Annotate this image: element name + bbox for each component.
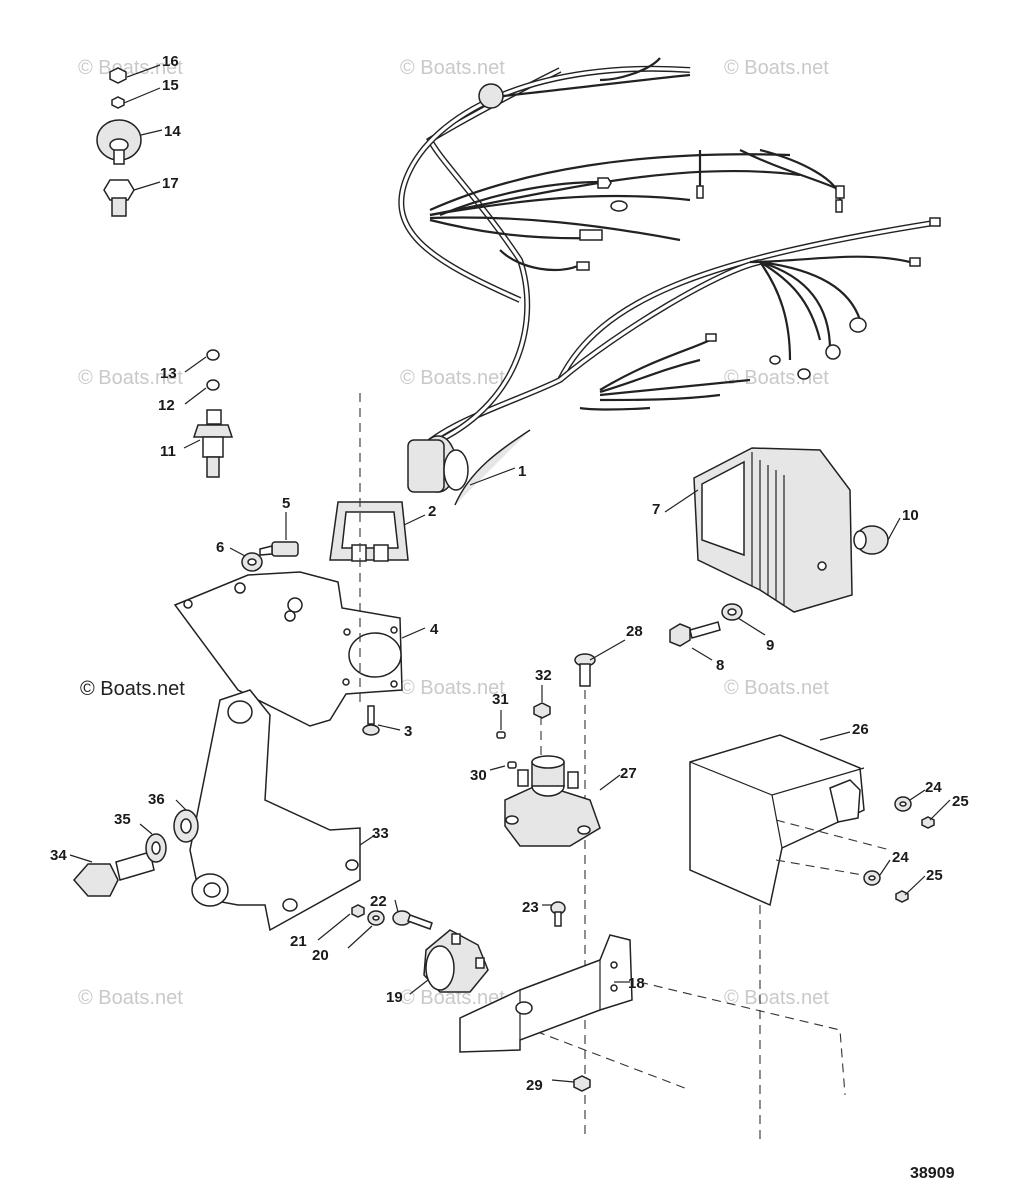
callout-34[interactable]: 34: [50, 847, 67, 864]
watermark: © Boats.net: [78, 987, 183, 1009]
part-screw-30[interactable]: [507, 761, 517, 769]
callout-6[interactable]: 6: [216, 539, 224, 556]
part-nut-32[interactable]: [533, 702, 551, 719]
callout-7[interactable]: 7: [652, 501, 660, 518]
part-bracket-18[interactable]: [459, 934, 633, 1053]
callout-17[interactable]: 17: [162, 175, 179, 192]
part-grommet-10[interactable]: [853, 525, 889, 555]
callout-33[interactable]: 33: [372, 825, 389, 842]
part-bolt-34[interactable]: [73, 851, 155, 897]
callout-35[interactable]: 35: [114, 811, 131, 828]
part-lockwasher-20[interactable]: [367, 910, 385, 926]
callout-21[interactable]: 21: [290, 933, 307, 950]
callout-25[interactable]: 25: [952, 793, 969, 810]
part-nut-25[interactable]: [921, 816, 935, 829]
callout-28[interactable]: 28: [626, 623, 643, 640]
callout-24[interactable]: 24: [892, 849, 909, 866]
callout-15[interactable]: 15: [162, 77, 179, 94]
callout-23[interactable]: 23: [522, 899, 539, 916]
part-lockwasher-35[interactable]: [145, 833, 167, 863]
part-sender-14[interactable]: [96, 67, 142, 217]
watermark: © Boats.net: [724, 677, 829, 699]
callout-25[interactable]: 25: [926, 867, 943, 884]
callout-8[interactable]: 8: [716, 657, 724, 674]
part-solenoid-27[interactable]: [504, 755, 601, 847]
watermark: © Boats.net: [724, 367, 829, 389]
part-screw-22[interactable]: [392, 910, 433, 930]
callout-11[interactable]: 11: [160, 443, 176, 460]
part-mounting-plate-4[interactable]: [173, 571, 403, 727]
callout-32[interactable]: 32: [535, 667, 552, 684]
callout-19[interactable]: 19: [386, 989, 403, 1006]
part-screw-31[interactable]: [496, 731, 506, 739]
watermark: © Boats.net: [78, 367, 183, 389]
callout-30[interactable]: 30: [470, 767, 487, 784]
callout-29[interactable]: 29: [526, 1077, 543, 1094]
callout-22[interactable]: 22: [370, 893, 387, 910]
watermark: © Boats.net: [400, 677, 505, 699]
part-washer-24[interactable]: [863, 870, 881, 886]
callout-4[interactable]: 4: [430, 621, 439, 638]
part-washer-9[interactable]: [721, 603, 743, 621]
part-screw-5[interactable]: [259, 541, 299, 557]
part-screw-8[interactable]: [669, 621, 721, 647]
part-wiring-harness-1[interactable]: [398, 57, 941, 506]
callout-16[interactable]: 16: [162, 53, 179, 70]
callout-5[interactable]: 5: [282, 495, 290, 512]
part-key-switch-19[interactable]: [423, 929, 489, 993]
callout-18[interactable]: 18: [628, 975, 645, 992]
callout-10[interactable]: 10: [902, 507, 919, 524]
watermark: © Boats.net: [724, 987, 829, 1009]
watermark: © Boats.net: [724, 57, 829, 79]
part-washer-6[interactable]: [241, 552, 263, 572]
watermarks: © Boats.net © Boats.net © Boats.net © Bo…: [78, 57, 829, 1009]
callout-12[interactable]: 12: [158, 397, 175, 414]
copyright-label: © Boats.net: [80, 678, 185, 700]
watermark: © Boats.net: [400, 57, 505, 79]
part-washer-24[interactable]: [894, 796, 912, 812]
part-screw-23[interactable]: [550, 901, 566, 927]
part-nut-29[interactable]: [573, 1075, 591, 1092]
callout-9[interactable]: 9: [766, 637, 774, 654]
callout-26[interactable]: 26: [852, 721, 869, 738]
watermark: © Boats.net: [400, 367, 505, 389]
part-control-module-7[interactable]: [693, 447, 853, 613]
callout-13[interactable]: 13: [160, 365, 177, 382]
part-sensor-11[interactable]: [192, 349, 234, 478]
callout-14[interactable]: 14: [164, 123, 181, 140]
document-number: 38909: [910, 1165, 955, 1182]
part-washer-36[interactable]: [173, 809, 199, 843]
callout-24[interactable]: 24: [925, 779, 942, 796]
part-screw-3[interactable]: [362, 705, 380, 736]
watermark: © Boats.net: [400, 987, 505, 1009]
callout-3[interactable]: 3: [404, 723, 412, 740]
callout-20[interactable]: 20: [312, 947, 329, 964]
part-nut-21[interactable]: [351, 904, 365, 918]
part-nut-25[interactable]: [895, 890, 909, 903]
callout-1[interactable]: 1: [518, 463, 526, 480]
leader-lines: [69, 64, 951, 1083]
watermark: © Boats.net: [78, 57, 183, 79]
callout-27[interactable]: 27: [620, 765, 637, 782]
callout-36[interactable]: 36: [148, 791, 165, 808]
callout-2[interactable]: 2: [428, 503, 436, 520]
callouts: 16 15 14 17 13 12 11 1 2 5 6 4 3 7 10 28…: [50, 53, 969, 1094]
part-boot-2[interactable]: [329, 501, 409, 562]
callout-31[interactable]: 31: [492, 691, 509, 708]
part-bracket-33[interactable]: [189, 689, 361, 932]
part-bolt-28[interactable]: [574, 653, 596, 1135]
